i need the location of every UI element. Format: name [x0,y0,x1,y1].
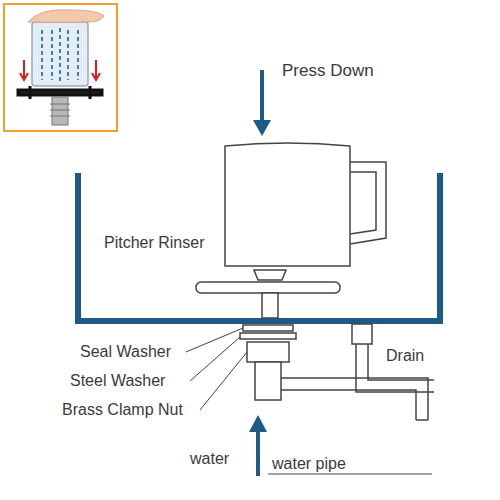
mug-handle [350,162,386,244]
inset-frame [4,4,117,131]
water-jets [42,28,78,82]
pipe-thread [50,104,70,116]
press-arrow-head [253,120,271,136]
part-label: Press Down [282,62,374,80]
rinser-stem [262,293,278,318]
leader-lines [186,328,247,410]
drain-fitting [352,324,372,344]
press-arrows [20,60,100,80]
steel-washer [240,333,296,339]
part-label: Steel Washer [70,372,165,390]
water-pipe-line [281,378,428,420]
inset-photo [4,4,117,131]
fitting [240,325,296,400]
part-label: Drain [386,347,424,365]
glass [32,22,88,86]
brass-clamp-nut [247,342,289,362]
rinser-crown [254,270,286,280]
water-arrow [256,430,260,476]
part-label: water [190,450,229,468]
drain-pipe [356,344,434,392]
pitcher-mug [225,143,350,266]
press-arrow [260,70,264,122]
part-label: Brass Clamp Nut [62,401,183,419]
part-label: Pitcher Rinser [104,234,204,252]
water-pipe-underline [268,474,432,475]
part-label: water pipe [272,455,346,473]
part-label: Seal Washer [80,343,171,361]
pitcher-rinser [196,270,340,318]
rinser-bar [196,282,340,293]
inlet-pipe [255,362,281,400]
hand [28,10,104,22]
seal-washer [243,325,293,331]
inset-pipe [52,97,68,125]
water-arrow-head [249,415,267,432]
